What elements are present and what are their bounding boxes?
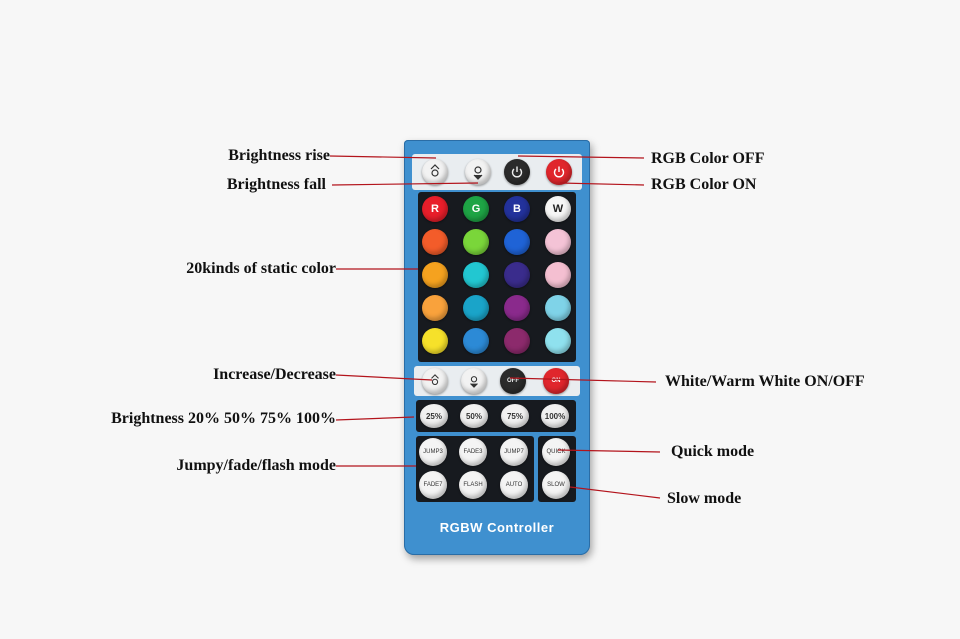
brightness-rise-button[interactable] — [422, 159, 448, 185]
color-button-2-2[interactable] — [504, 262, 530, 288]
percent-label: 50% — [465, 411, 482, 421]
color-button-3-1[interactable] — [463, 295, 489, 321]
color-letter: B — [513, 203, 521, 215]
speed-label: QUICK — [546, 449, 566, 455]
rgb-off-button[interactable] — [504, 159, 530, 185]
color-button-2-3[interactable] — [545, 262, 571, 288]
color-button-3-0[interactable] — [422, 295, 448, 321]
line-brightness-levels — [335, 416, 415, 421]
white-off-label: OFF — [507, 378, 519, 384]
label-brightness-rise: Brightness rise — [228, 147, 330, 164]
color-button-0-3[interactable]: W — [545, 196, 571, 222]
jump7-button[interactable]: JUMP7 — [500, 438, 528, 466]
color-button-0-2[interactable]: B — [504, 196, 530, 222]
sun-down-icon — [473, 166, 483, 180]
color-button-2-0[interactable] — [422, 262, 448, 288]
color-button-0-1[interactable]: G — [463, 196, 489, 222]
color-letter: G — [471, 203, 481, 215]
color-button-1-2[interactable] — [504, 229, 530, 255]
power-icon — [511, 166, 523, 178]
percent-label: 100% — [544, 411, 566, 421]
mode-label: JUMP3 — [423, 449, 443, 455]
color-button-4-0[interactable] — [422, 328, 448, 354]
color-button-4-3[interactable] — [545, 328, 571, 354]
color-button-1-1[interactable] — [463, 229, 489, 255]
label-static-color: 20kinds of static color — [186, 260, 336, 277]
color-button-1-3[interactable] — [545, 229, 571, 255]
mode-label: AUTO — [505, 482, 523, 488]
brightness-75-button[interactable]: 75% — [501, 404, 529, 428]
white-on-button[interactable]: ON — [543, 368, 569, 394]
white-off-button[interactable]: OFF — [500, 368, 526, 394]
label-rgb-off: RGB Color OFF — [651, 150, 765, 167]
white-on-label: ON — [551, 378, 561, 384]
brightness-50-button[interactable]: 50% — [460, 404, 488, 428]
sun-up-icon — [430, 164, 440, 177]
color-button-4-1[interactable] — [463, 328, 489, 354]
mode-label: FLASH — [463, 482, 483, 488]
label-brightness-levels: Brightness 20% 50% 75% 100% — [111, 410, 336, 427]
sun-up-icon — [431, 374, 439, 386]
mode-label: FADE3 — [463, 449, 483, 455]
white-brightness-down-button[interactable] — [461, 368, 487, 394]
rgb-on-button[interactable] — [546, 159, 572, 185]
color-letter: R — [431, 203, 439, 215]
auto-button[interactable]: AUTO — [500, 471, 528, 499]
fade7-button[interactable]: FADE7 — [419, 471, 447, 499]
slow-button[interactable]: SLOW — [542, 471, 570, 499]
jump3-button[interactable]: JUMP3 — [419, 438, 447, 466]
rgbw-remote: OFF ON 25% 50% 75% 100% JUMP3 FADE3 JUMP… — [404, 140, 590, 555]
label-white-on-off: White/Warm White ON/OFF — [665, 373, 865, 390]
brightness-100-button[interactable]: 100% — [541, 404, 569, 428]
brightness-fall-button[interactable] — [465, 159, 491, 185]
brightness-25-button[interactable]: 25% — [420, 404, 448, 428]
color-button-0-0[interactable]: R — [422, 196, 448, 222]
percent-label: 75% — [506, 411, 523, 421]
speed-label: SLOW — [547, 482, 565, 488]
label-increase-decrease: Increase/Decrease — [213, 366, 336, 383]
fade3-button[interactable]: FADE3 — [459, 438, 487, 466]
color-button-2-1[interactable] — [463, 262, 489, 288]
color-button-3-2[interactable] — [504, 295, 530, 321]
label-slow-mode: Slow mode — [667, 490, 742, 507]
flash-button[interactable]: FLASH — [459, 471, 487, 499]
percent-label: 25% — [425, 411, 442, 421]
power-icon — [553, 166, 565, 178]
remote-title: RGBW Controller — [439, 520, 555, 535]
label-rgb-on: RGB Color ON — [651, 176, 757, 193]
quick-button[interactable]: QUICK — [542, 438, 570, 466]
color-button-1-0[interactable] — [422, 229, 448, 255]
color-button-4-2[interactable] — [504, 328, 530, 354]
color-letter: W — [552, 203, 564, 215]
mode-label: FADE7 — [423, 482, 443, 488]
color-button-3-3[interactable] — [545, 295, 571, 321]
label-brightness-fall: Brightness fall — [226, 176, 326, 193]
mode-label: JUMP7 — [504, 449, 524, 455]
label-jump-fade-flash: Jumpy/fade/flash mode — [176, 457, 336, 474]
white-brightness-up-button[interactable] — [422, 368, 448, 394]
sun-down-icon — [470, 376, 478, 388]
label-quick-mode: Quick mode — [671, 443, 755, 460]
